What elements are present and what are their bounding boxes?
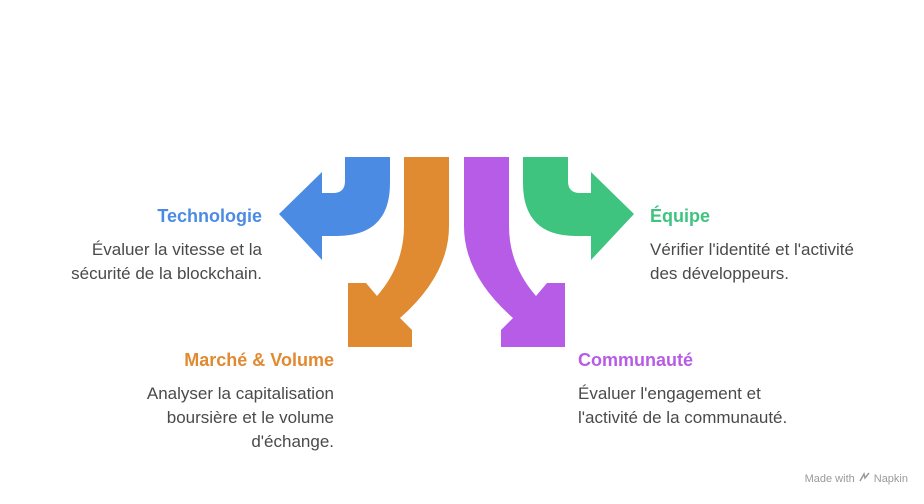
technologie-block: Technologie Évaluer la vitesse et la séc… [20, 205, 262, 286]
communaute-desc: Évaluer l'engagement et l'activité de la… [578, 384, 788, 427]
communaute-arrow [464, 157, 565, 347]
marche-arrow [348, 157, 449, 347]
technologie-arrow [279, 157, 390, 260]
equipe-block: Équipe Vérifier l'identité et l'activité… [650, 205, 910, 286]
marche-block: Marché & Volume Analyser la capitalisati… [60, 349, 334, 454]
marche-desc: Analyser la capitalisation boursière et … [146, 384, 334, 451]
made-with-label: Made with [804, 473, 855, 485]
marche-title: Marché & Volume [184, 350, 334, 370]
communaute-block: Communauté Évaluer l'engagement et l'act… [578, 349, 858, 430]
technologie-desc: Évaluer la vitesse et la sécurité de la … [71, 240, 262, 283]
napkin-brand-label: Napkin [873, 473, 908, 485]
equipe-arrow [523, 157, 634, 260]
napkin-logo-icon [859, 472, 870, 486]
made-with-napkin-badge[interactable]: Made with Napkin [805, 472, 908, 486]
communaute-title: Communauté [578, 350, 694, 370]
equipe-title: Équipe [650, 206, 711, 226]
technologie-title: Technologie [157, 206, 262, 226]
equipe-desc: Vérifier l'identité et l'activité des dé… [650, 240, 854, 283]
